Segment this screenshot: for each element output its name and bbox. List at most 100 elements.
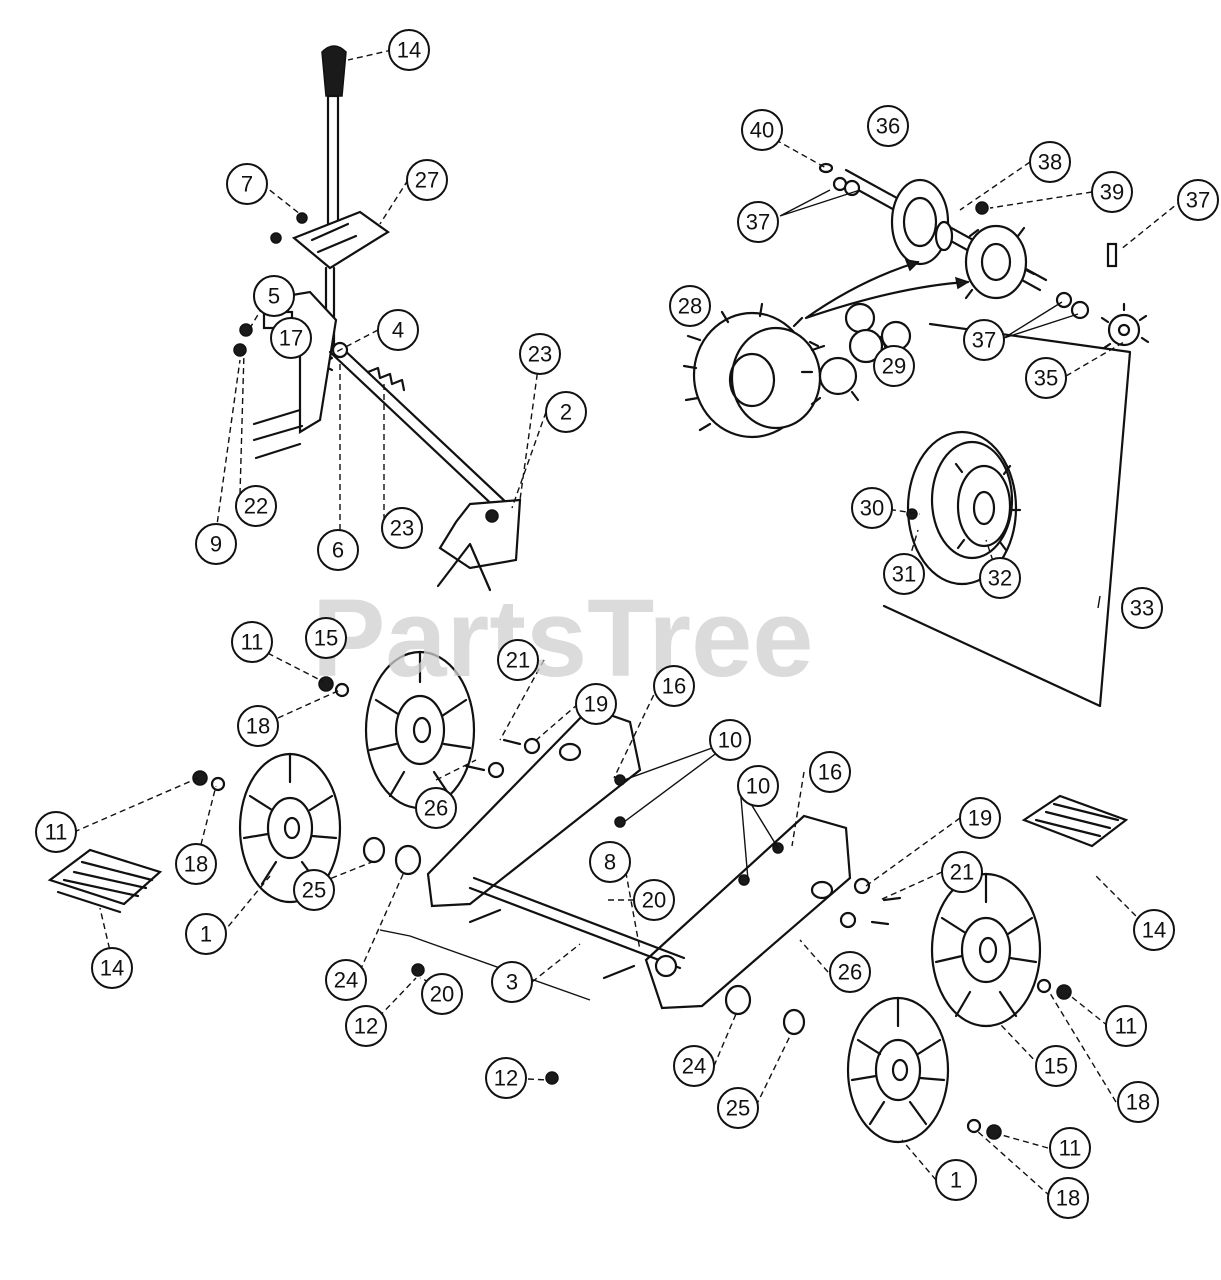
callout-34[interactable]: 36 (867, 105, 909, 147)
svg-text:17: 17 (279, 326, 303, 351)
svg-text:2: 2 (560, 400, 572, 425)
svg-text:25: 25 (726, 1096, 750, 1121)
sun-gear-32 (956, 464, 1012, 548)
callout-6[interactable]: 6 (317, 529, 359, 571)
shift-lever-assembly (233, 45, 522, 592)
callout-24-a[interactable]: 24 (325, 959, 367, 1001)
callout-19-b[interactable]: 19 (959, 797, 1001, 839)
svg-text:5: 5 (268, 284, 280, 309)
svg-text:40: 40 (750, 118, 774, 143)
callout-15-a[interactable]: 15 (305, 617, 347, 659)
callout-33[interactable]: 33 (1121, 587, 1163, 629)
svg-text:27: 27 (415, 168, 439, 193)
svg-text:31: 31 (892, 562, 916, 587)
callout-8[interactable]: 8 (589, 841, 631, 883)
callout-1-a[interactable]: 1 (185, 913, 227, 955)
transmission-gear-assembly (682, 162, 1150, 708)
svg-text:33: 33 (1130, 596, 1154, 621)
callout-18-d[interactable]: 18 (1047, 1177, 1089, 1219)
callout-31[interactable]: 31 (883, 553, 925, 595)
callout-36[interactable]: 37 (1177, 179, 1219, 221)
sprocket-gear (964, 224, 1028, 300)
svg-text:26: 26 (424, 796, 448, 821)
svg-text:14: 14 (1142, 918, 1166, 943)
callout-14-b[interactable]: 14 (1133, 909, 1175, 951)
svg-text:24: 24 (682, 1054, 706, 1079)
tread-block-14-right (1021, 794, 1129, 848)
callout-26-b[interactable]: 26 (829, 951, 871, 993)
svg-text:26: 26 (838, 960, 862, 985)
callout-14-a[interactable]: 14 (91, 947, 133, 989)
planet-gear-29-a (844, 302, 876, 334)
callout-4[interactable]: 4 (377, 309, 419, 351)
callout-37-upper[interactable]: 37 (737, 201, 779, 243)
callout-16-b[interactable]: 16 (809, 751, 851, 793)
shift-bracket-plate (291, 210, 390, 270)
svg-text:11: 11 (241, 630, 264, 655)
callout-37-lower[interactable]: 37 (963, 319, 1005, 361)
callout-10-b[interactable]: 10 (737, 765, 779, 807)
callout-35[interactable]: 35 (1025, 357, 1067, 399)
planet-gear-29-c (818, 356, 858, 396)
callout-17[interactable]: 17 (270, 317, 312, 359)
callout-3[interactable]: 3 (491, 961, 533, 1003)
callout-bubbles: 14 7 27 5 17 4 22 9 6 23 23 2 40 36 38 3… (35, 29, 1219, 1219)
callout-40[interactable]: 40 (741, 109, 783, 151)
svg-text:8: 8 (604, 850, 616, 875)
callout-20-a[interactable]: 20 (633, 879, 675, 921)
svg-text:12: 12 (354, 1014, 378, 1039)
callout-11-c[interactable]: 11 (1105, 1005, 1147, 1047)
callout-12-a[interactable]: 12 (345, 1005, 387, 1047)
callout-11-d[interactable]: 11 (1049, 1127, 1091, 1169)
bushing-25-left (362, 836, 386, 864)
callout-11-a[interactable]: 11 (231, 621, 273, 663)
svg-text:28: 28 (678, 294, 702, 319)
svg-text:10: 10 (746, 774, 770, 799)
svg-text:4: 4 (392, 318, 404, 343)
callout-28[interactable]: 28 (669, 285, 711, 327)
callout-1-b[interactable]: 1 (935, 1159, 977, 1201)
callout-19-a[interactable]: 19 (575, 683, 617, 725)
callout-20-b[interactable]: 20 (421, 973, 463, 1015)
svg-text:18: 18 (1126, 1090, 1150, 1115)
svg-text:21: 21 (950, 860, 974, 885)
callout-9[interactable]: 9 (195, 523, 237, 565)
small-gear-35 (1107, 313, 1141, 347)
callout-18-a[interactable]: 18 (237, 705, 279, 747)
callout-7[interactable]: 7 (226, 163, 268, 205)
callout-11-b[interactable]: 11 (35, 811, 77, 853)
callout-16-a[interactable]: 16 (653, 665, 695, 707)
svg-text:16: 16 (662, 674, 686, 699)
callout-38[interactable]: 38 (1029, 141, 1071, 183)
callout-22[interactable]: 22 (235, 485, 277, 527)
svg-text:19: 19 (968, 806, 992, 831)
callout-15-b[interactable]: 15 (1035, 1045, 1077, 1087)
watermark: PartsTree (312, 577, 813, 700)
svg-text:12: 12 (494, 1066, 518, 1091)
bushing-24-right (724, 984, 752, 1016)
callout-21-b[interactable]: 21 (941, 851, 983, 893)
callout-5[interactable]: 5 (253, 275, 295, 317)
bushing-24-left (394, 844, 422, 876)
callout-30[interactable]: 30 (851, 487, 893, 529)
callout-25-a[interactable]: 25 (293, 869, 335, 911)
callout-18-c[interactable]: 18 (1117, 1081, 1159, 1123)
callout-18-b[interactable]: 18 (175, 843, 217, 885)
callout-26-a[interactable]: 26 (415, 787, 457, 829)
callout-39[interactable]: 39 (1091, 171, 1133, 213)
callout-12-b[interactable]: 12 (485, 1057, 527, 1099)
callout-10-a[interactable]: 10 (709, 719, 751, 761)
callout-24-b[interactable]: 24 (673, 1045, 715, 1087)
washer-37-b (1055, 291, 1073, 309)
svg-text:14: 14 (100, 956, 124, 981)
callout-23-lower[interactable]: 23 (381, 507, 423, 549)
callout-21-a[interactable]: 21 (497, 639, 539, 681)
svg-text:7: 7 (241, 172, 253, 197)
callout-29[interactable]: 29 (873, 345, 915, 387)
callout-2[interactable]: 2 (545, 391, 587, 433)
callout-27[interactable]: 27 (406, 159, 448, 201)
callout-25-b[interactable]: 25 (717, 1087, 759, 1129)
callout-32[interactable]: 32 (979, 557, 1021, 599)
callout-13[interactable]: 14 (388, 29, 430, 71)
callout-23-upper[interactable]: 23 (519, 333, 561, 375)
